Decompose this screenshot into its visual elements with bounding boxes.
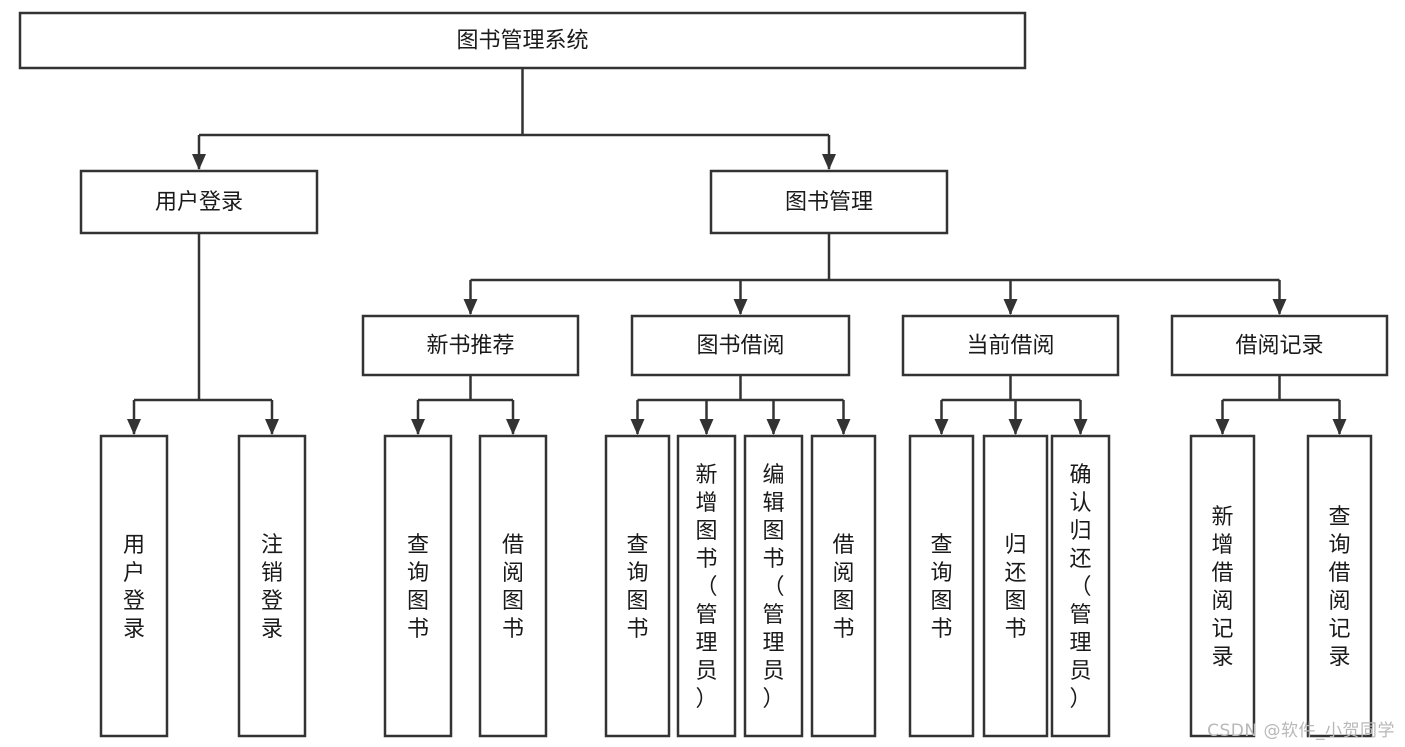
node-leaf-query-book-3[interactable]: 查询图书 [908, 434, 975, 738]
arrow-head-icon [934, 419, 949, 435]
node-new-book-rec[interactable]: 新书推荐 [361, 314, 580, 377]
node-box-leaf-add-book [676, 434, 737, 738]
node-user-login[interactable]: 用户登录 [79, 169, 319, 235]
node-box-book-borrow [630, 314, 851, 377]
arrow-head-icon [1332, 419, 1347, 435]
node-box-leaf-confirm-return [1050, 434, 1111, 738]
arrow-head-icon [1272, 299, 1287, 315]
arrow-head-icon [1008, 419, 1023, 435]
edge-borrowrecord-to-leaves [1215, 375, 1347, 435]
node-box-leaf-query-book-3 [908, 434, 975, 738]
node-box-new-book-rec [361, 314, 580, 377]
arrow-head-icon [1073, 419, 1088, 435]
node-box-borrow-record [1170, 314, 1389, 377]
node-label-leaf-return-book: 归还图书 [1004, 533, 1026, 642]
node-box-leaf-query-book-2 [604, 434, 671, 738]
arrow-head-icon [463, 299, 478, 315]
node-leaf-query-record[interactable]: 查询借阅记录 [1306, 434, 1373, 738]
node-label-leaf-logout: 注销登录 [261, 533, 283, 642]
node-label-leaf-add-book: 新增图书（管理员） [695, 463, 717, 712]
edge-root-to-level2 [192, 68, 836, 170]
node-box-leaf-user-login [99, 434, 169, 738]
node-leaf-user-login[interactable]: 用户登录 [99, 434, 169, 738]
arrow-head-icon [506, 419, 520, 435]
node-leaf-add-book[interactable]: 新增图书（管理员） [676, 434, 737, 738]
arrow-head-icon [1215, 419, 1230, 435]
node-box-book-manage [709, 169, 949, 235]
arrow-head-icon [766, 419, 781, 435]
edge-currentborrow-to-leaves [934, 375, 1088, 435]
node-leaf-borrow-book-1[interactable]: 借阅图书 [478, 434, 548, 738]
node-box-leaf-borrow-book-2 [810, 434, 877, 738]
node-leaf-return-book[interactable]: 归还图书 [982, 434, 1049, 738]
node-root[interactable]: 图书管理系统 [18, 11, 1027, 70]
node-label-new-book-rec: 新书推荐 [426, 334, 514, 359]
node-label-leaf-add-record: 新增借阅记录 [1211, 505, 1233, 670]
node-label-current-borrow: 当前借阅 [966, 334, 1054, 359]
node-label-borrow-record: 借阅记录 [1235, 334, 1323, 359]
arrow-head-icon [822, 154, 836, 170]
arrow-head-icon [630, 419, 645, 435]
node-box-leaf-query-book-1 [383, 434, 453, 738]
edge-bookborrow-to-leaves [630, 375, 851, 435]
node-box-current-borrow [901, 314, 1120, 377]
node-label-leaf-borrow-book-2: 借阅图书 [832, 533, 854, 642]
watermark-label: CSDN @软件_小贺同学 [1207, 721, 1395, 741]
node-label-leaf-borrow-book-1: 借阅图书 [502, 533, 524, 642]
node-leaf-query-book-2[interactable]: 查询图书 [604, 434, 671, 738]
edge-newbook-to-leaves [411, 375, 520, 435]
node-box-leaf-borrow-book-1 [478, 434, 548, 738]
node-leaf-logout[interactable]: 注销登录 [237, 434, 307, 738]
node-book-manage[interactable]: 图书管理 [709, 169, 949, 235]
node-book-borrow[interactable]: 图书借阅 [630, 314, 851, 377]
node-box-leaf-edit-book [743, 434, 804, 738]
node-label-user-login: 用户登录 [155, 190, 243, 215]
edge-bookmanage-to-level3 [463, 233, 1287, 315]
arrow-head-icon [127, 419, 141, 435]
node-box-leaf-query-record [1306, 434, 1373, 738]
node-label-book-borrow: 图书借阅 [696, 334, 784, 359]
node-label-root: 图书管理系统 [456, 29, 588, 54]
arrow-head-icon [733, 299, 748, 315]
node-box-leaf-logout [237, 434, 307, 738]
node-label-leaf-edit-book: 编辑图书（管理员） [762, 463, 784, 712]
arrow-head-icon [265, 419, 279, 435]
node-label-leaf-confirm-return: 确认归还（管理员） [1069, 463, 1091, 712]
node-box-user-login [79, 169, 319, 235]
edge-booklogin-to-leaves [127, 233, 279, 435]
node-leaf-confirm-return[interactable]: 确认归还（管理员） [1050, 434, 1111, 738]
node-label-leaf-user-login: 用户登录 [123, 533, 145, 642]
node-label-book-manage: 图书管理 [785, 190, 873, 215]
node-label-leaf-query-record: 查询借阅记录 [1328, 505, 1350, 670]
node-label-leaf-query-book-3: 查询图书 [930, 533, 952, 642]
node-borrow-record[interactable]: 借阅记录 [1170, 314, 1389, 377]
node-current-borrow[interactable]: 当前借阅 [901, 314, 1120, 377]
arrow-head-icon [699, 419, 714, 435]
node-leaf-edit-book[interactable]: 编辑图书（管理员） [743, 434, 804, 738]
node-leaf-borrow-book-2[interactable]: 借阅图书 [810, 434, 877, 738]
node-box-leaf-return-book [982, 434, 1049, 738]
edges-layer [127, 68, 1347, 435]
arrow-head-icon [411, 419, 425, 435]
node-leaf-add-record[interactable]: 新增借阅记录 [1189, 434, 1256, 738]
arrow-head-icon [1003, 299, 1018, 315]
nodes-layer: 图书管理系统用户登录图书管理新书推荐图书借阅当前借阅借阅记录用户登录注销登录查询… [18, 11, 1389, 738]
node-box-leaf-add-record [1189, 434, 1256, 738]
arrow-head-icon [836, 419, 851, 435]
node-box-root [18, 11, 1027, 70]
arrow-head-icon [192, 154, 206, 170]
node-label-leaf-query-book-2: 查询图书 [626, 533, 648, 642]
node-label-leaf-query-book-1: 查询图书 [407, 533, 429, 642]
node-leaf-query-book-1[interactable]: 查询图书 [383, 434, 453, 738]
